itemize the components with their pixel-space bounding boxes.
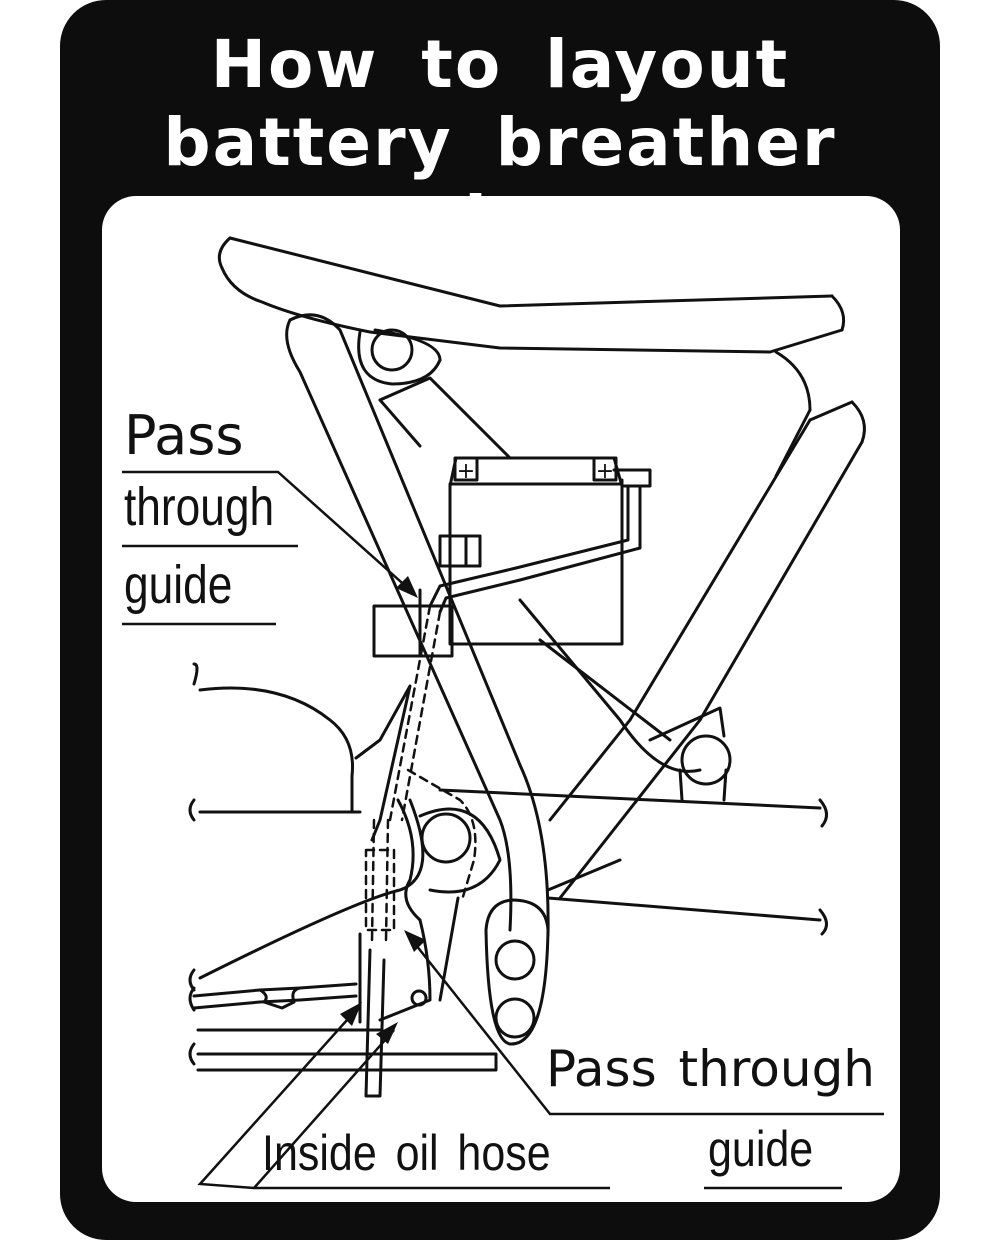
lower-pivots xyxy=(484,898,550,1046)
label-lower-guide-line-2: guide xyxy=(708,1121,814,1177)
title-line-1: How to layout xyxy=(210,26,790,103)
oil-hose xyxy=(188,948,386,1098)
crankcase xyxy=(192,662,502,1024)
upper-frame-tube xyxy=(217,236,846,478)
cross-tubes xyxy=(188,788,828,936)
arrowhead-oil-hose-2 xyxy=(376,1022,398,1044)
rear-frame-tube xyxy=(546,400,866,900)
main-down-tube xyxy=(285,313,550,937)
battery-bracket xyxy=(372,588,454,658)
leader-upper-guide xyxy=(122,470,411,626)
bottom-plates xyxy=(188,968,498,1072)
battery-terminal-right: + xyxy=(596,459,614,484)
arrowhead-upper-guide xyxy=(396,576,418,598)
label-upper-guide-line-1: Pass xyxy=(124,404,244,467)
upper-pivot xyxy=(357,328,442,386)
label-lower-guide-line-1: Pass through xyxy=(546,1040,875,1098)
battery-terminal-left: + xyxy=(457,459,475,484)
label-inside-oil-hose: Inside oil hose xyxy=(262,1125,551,1181)
arrowhead-oil-hose-1 xyxy=(340,1002,362,1026)
leader-lower-guide xyxy=(411,939,884,1190)
label-upper-guide-line-2: through xyxy=(124,477,275,537)
arrowhead-lower-guide xyxy=(404,930,426,952)
breather-pipe-route xyxy=(364,604,477,942)
label-upper-guide-line-3: guide xyxy=(124,555,233,615)
shock-absorber xyxy=(378,376,732,802)
battery xyxy=(428,456,652,646)
leader-oil-hose xyxy=(197,1009,610,1190)
